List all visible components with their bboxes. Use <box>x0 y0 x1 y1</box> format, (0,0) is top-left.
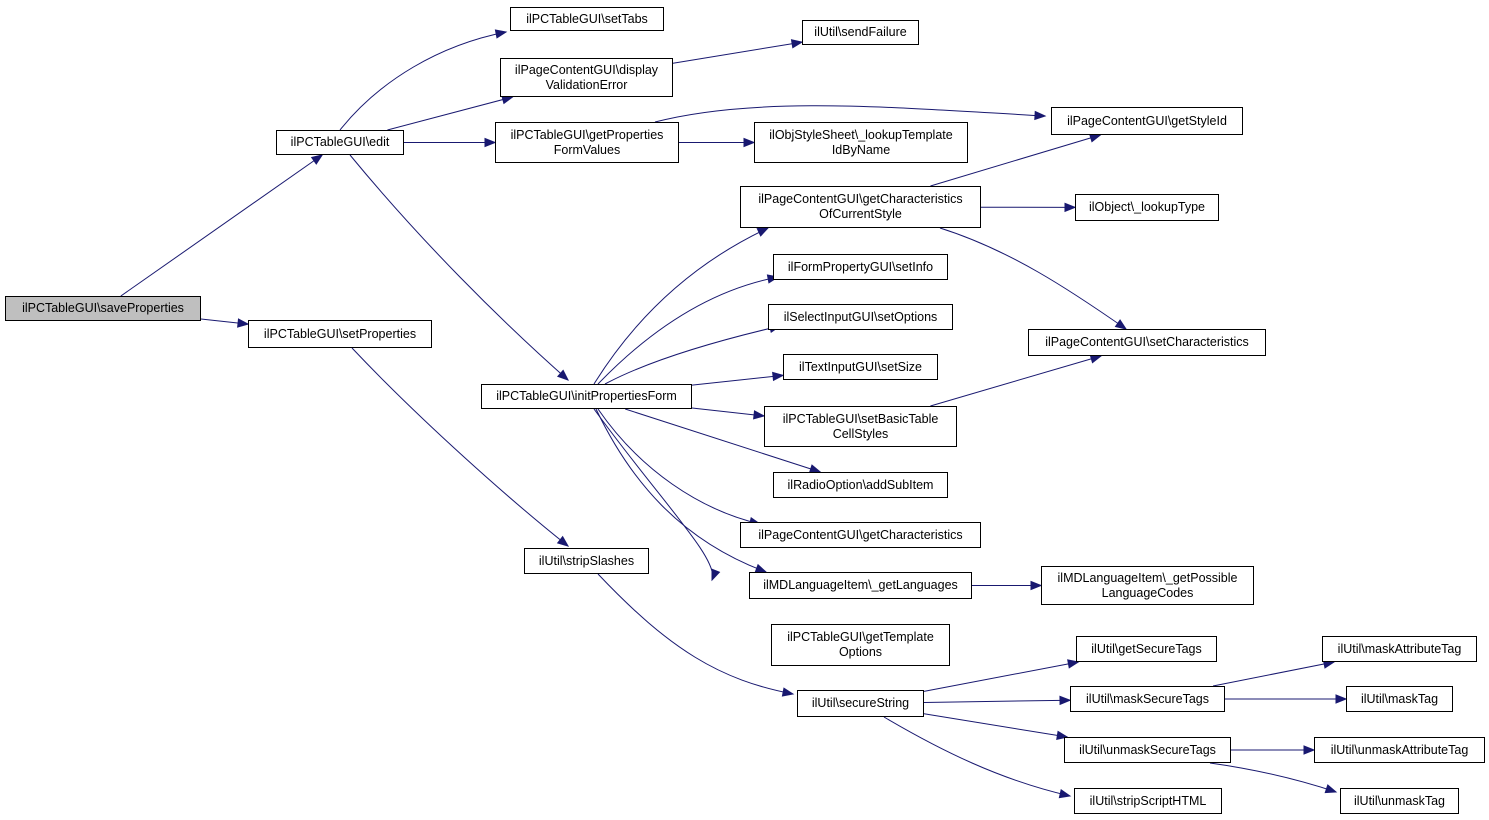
edge-initPropertiesForm-to-setBasicTableCellStyles <box>691 407 765 417</box>
node-setOptions[interactable]: ilSelectInputGUI\setOptions <box>768 304 953 330</box>
edge-displayValidationError-to-sendFailure-arrowhead <box>790 39 804 49</box>
node-setBasicTableCellStyles[interactable]: ilPCTableGUI\setBasicTable CellStyles <box>764 406 957 447</box>
edge-stripSlashes-to-secureString <box>597 573 794 695</box>
edge-getCharacteristicsOfCurrentStyle-to-getStyleId <box>930 134 1101 187</box>
node-lookupTemplateIdByName[interactable]: ilObjStyleSheet\_lookupTemplate IdByName <box>754 122 968 163</box>
edge-initPropertiesForm-to-getCharacteristicsOfCurrentStyle-arrowhead <box>756 227 770 237</box>
edge-setBasicTableCellStyles-to-setCharacteristics <box>930 355 1102 407</box>
edge-initPropertiesForm-to-getCharacteristicsOfCurrentStyle <box>593 227 769 385</box>
edge-edit-to-displayValidationError <box>387 96 513 131</box>
edge-initPropertiesForm-to-addSubItem <box>625 408 821 473</box>
edge-getPropertiesFormValues-to-lookupTemplateIdByName-arrowhead <box>743 137 756 148</box>
node-unmaskTag[interactable]: ilUtil\unmaskTag <box>1340 788 1459 814</box>
edge-edit-to-initPropertiesForm-arrowhead <box>556 369 570 381</box>
edge-unmaskSecureTags-to-unmaskTag-arrowhead <box>1324 784 1338 794</box>
edge-secureString-to-unmaskSecureTags <box>923 713 1068 738</box>
edge-secureString-to-maskSecureTags-arrowhead <box>1059 695 1072 706</box>
node-saveProperties[interactable]: ilPCTableGUI\saveProperties <box>5 296 201 321</box>
node-stripSlashes[interactable]: ilUtil\stripSlashes <box>524 548 649 574</box>
edge-secureString-to-getSecureTags-arrowhead <box>1067 659 1080 669</box>
edge-getPropertiesFormValues-to-getStyleId <box>654 105 1046 123</box>
node-secureString[interactable]: ilUtil\secureString <box>797 690 924 717</box>
edge-maskSecureTags-to-maskTag-arrowhead <box>1335 694 1348 704</box>
edge-maskSecureTags-to-maskAttributeTag <box>1212 661 1335 687</box>
edge-saveProperties-to-edit <box>120 154 323 297</box>
node-maskTag[interactable]: ilUtil\maskTag <box>1346 686 1453 712</box>
edge-getCharacteristicsOfCurrentStyle-to-getStyleId-arrowhead <box>1088 133 1102 143</box>
node-getCharacteristics[interactable]: ilPageContentGUI\getCharacteristics <box>740 522 981 548</box>
edge-initPropertiesForm-to-setInfo <box>597 276 779 385</box>
edge-initPropertiesForm-to-getLanguages <box>595 408 767 573</box>
node-getPossibleLanguageCodes[interactable]: ilMDLanguageItem\_getPossible LanguageCo… <box>1041 566 1254 605</box>
edge-setProperties-to-stripSlashes <box>351 347 569 547</box>
edge-stripSlashes-to-secureString-arrowhead <box>781 687 795 697</box>
edge-getCharacteristicsOfCurrentStyle-to-lookupType-arrowhead <box>1064 202 1077 213</box>
node-getPropertiesFormValues[interactable]: ilPCTableGUI\getProperties FormValues <box>495 122 679 163</box>
edge-secureString-to-maskSecureTags <box>923 699 1071 704</box>
edge-displayValidationError-to-sendFailure <box>672 41 803 64</box>
node-getCharacteristicsOfCurrentStyle[interactable]: ilPageContentGUI\getCharacteristics OfCu… <box>740 186 981 228</box>
edge-initPropertiesForm-to-setBasicTableCellStyles-arrowhead <box>753 410 766 420</box>
node-displayValidationError[interactable]: ilPageContentGUI\display ValidationError <box>500 58 673 97</box>
node-lookupType[interactable]: ilObject\_lookupType <box>1075 194 1219 221</box>
node-maskSecureTags[interactable]: ilUtil\maskSecureTags <box>1070 686 1225 712</box>
node-unmaskSecureTags[interactable]: ilUtil\unmaskSecureTags <box>1064 737 1231 763</box>
edge-saveProperties-to-setProperties-arrowhead <box>237 318 250 328</box>
edge-setBasicTableCellStyles-to-setCharacteristics-arrowhead <box>1089 354 1103 364</box>
edge-getCharacteristicsOfCurrentStyle-to-setCharacteristics-arrowhead <box>1114 319 1128 330</box>
edge-secureString-to-getSecureTags <box>923 661 1079 692</box>
node-getStyleId[interactable]: ilPageContentGUI\getStyleId <box>1051 107 1243 135</box>
edge-initPropertiesForm-to-getTemplateOptions-arrowhead <box>711 568 721 582</box>
edge-getPropertiesFormValues-to-getStyleId-arrowhead <box>1034 110 1047 121</box>
edge-initPropertiesForm-to-setOptions <box>604 325 781 385</box>
edge-edit-to-initPropertiesForm <box>349 154 569 381</box>
edge-setProperties-to-stripSlashes-arrowhead <box>556 535 570 547</box>
edge-initPropertiesForm-to-getCharacteristics <box>597 408 761 525</box>
edge-edit-to-getPropertiesFormValues-arrowhead <box>484 137 497 148</box>
edge-initPropertiesForm-to-setSize <box>691 374 784 386</box>
edge-unmaskSecureTags-to-unmaskTag <box>1209 762 1337 793</box>
node-setProperties[interactable]: ilPCTableGUI\setProperties <box>248 320 432 348</box>
node-setSize[interactable]: ilTextInputGUI\setSize <box>783 354 938 380</box>
node-getSecureTags[interactable]: ilUtil\getSecureTags <box>1076 636 1217 662</box>
node-sendFailure[interactable]: ilUtil\sendFailure <box>802 20 919 45</box>
node-initPropertiesForm[interactable]: ilPCTableGUI\initPropertiesForm <box>481 384 692 409</box>
node-getTemplateOptions[interactable]: ilPCTableGUI\getTemplate Options <box>771 624 950 666</box>
edge-getLanguages-to-getPossibleLanguageCodes-arrowhead <box>1030 580 1043 591</box>
edge-secureString-to-stripScriptHTML-arrowhead <box>1058 789 1072 799</box>
node-stripScriptHTML[interactable]: ilUtil\stripScriptHTML <box>1074 788 1222 814</box>
edge-initPropertiesForm-to-setSize-arrowhead <box>772 371 785 382</box>
edge-saveProperties-to-edit-arrowhead <box>310 154 324 165</box>
node-getLanguages[interactable]: ilMDLanguageItem\_getLanguages <box>749 572 972 599</box>
node-setInfo[interactable]: ilFormPropertyGUI\setInfo <box>773 254 948 280</box>
node-unmaskAttributeTag[interactable]: ilUtil\unmaskAttributeTag <box>1314 737 1485 763</box>
edge-secureString-to-stripScriptHTML <box>883 716 1071 797</box>
edge-getCharacteristicsOfCurrentStyle-to-setCharacteristics <box>939 227 1127 330</box>
node-maskAttributeTag[interactable]: ilUtil\maskAttributeTag <box>1322 636 1477 662</box>
node-edit[interactable]: ilPCTableGUI\edit <box>276 130 404 155</box>
node-setTabs[interactable]: ilPCTableGUI\setTabs <box>510 7 664 31</box>
edge-unmaskSecureTags-to-unmaskAttributeTag-arrowhead <box>1303 745 1316 755</box>
node-addSubItem[interactable]: ilRadioOption\addSubItem <box>773 472 948 498</box>
edge-edit-to-setTabs <box>339 31 507 131</box>
edge-edit-to-setTabs-arrowhead <box>494 29 508 39</box>
node-setCharacteristics[interactable]: ilPageContentGUI\setCharacteristics <box>1028 329 1266 356</box>
